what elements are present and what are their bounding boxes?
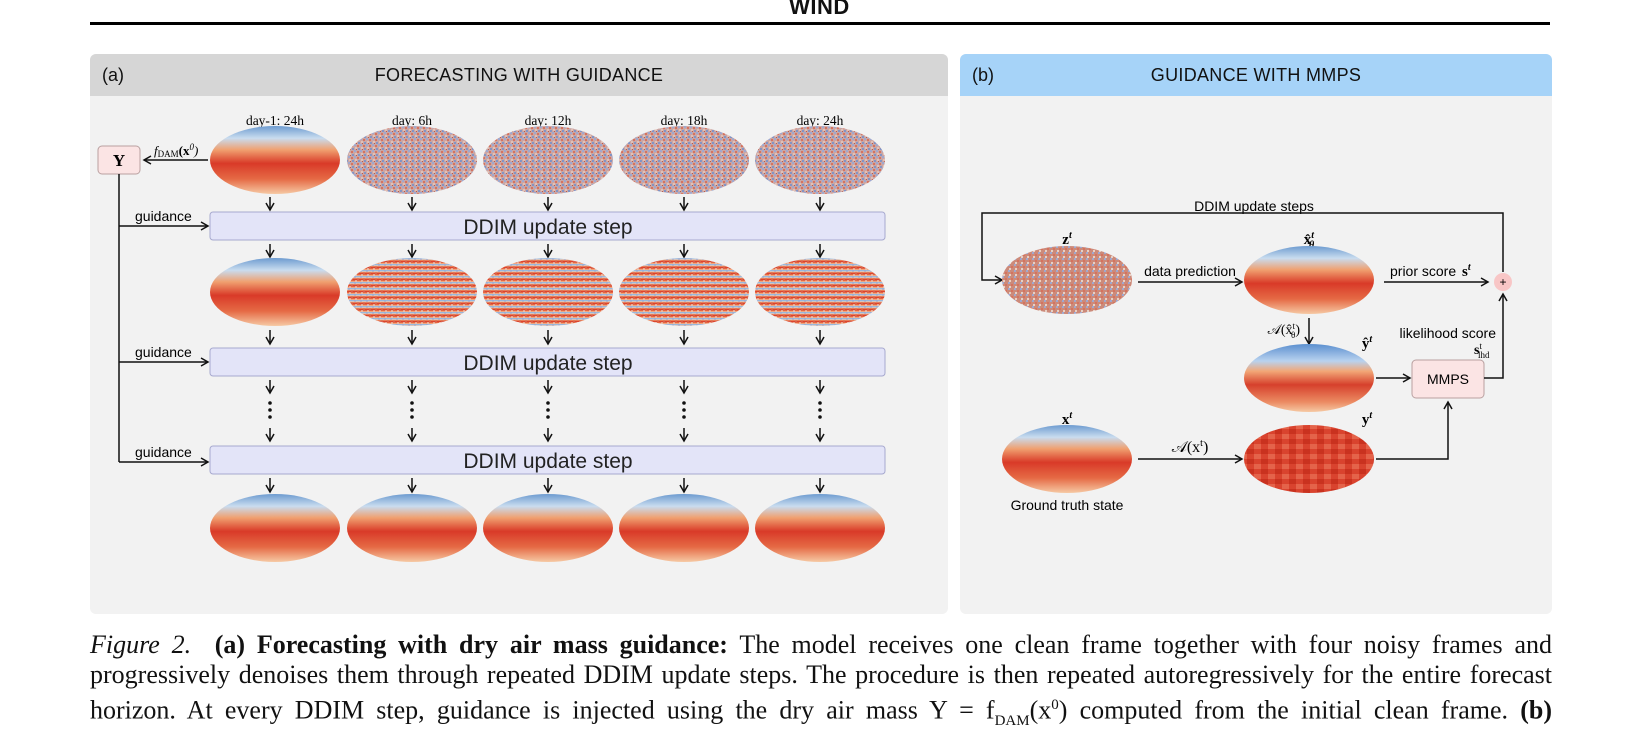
day-label-1: day: 6h [392, 113, 432, 128]
panel-mmps: (b) GUIDANCE WITH MMPS [960, 54, 1552, 614]
globe-map-icon [755, 494, 885, 562]
panel-b-header: (b) GUIDANCE WITH MMPS [960, 54, 1552, 96]
caption-line-1: Figure 2. (a) Forecasting with dry air m… [90, 630, 1553, 659]
a-x-label: 𝒜(xt) [1172, 438, 1209, 456]
likelihood-score-label: likelihood score [1400, 325, 1497, 341]
globe-map-icon [347, 494, 477, 562]
globe-map-icon [1002, 246, 1132, 314]
guidance-label-1: guidance [135, 208, 192, 224]
observation-arrow [1376, 400, 1453, 460]
figure-caption: Figure 2. (a) Forecasting with dry air m… [90, 630, 1552, 736]
globe-map-icon [1002, 425, 1132, 493]
y-label: Y [113, 151, 125, 170]
mmps-box [1411, 359, 1485, 399]
globe-map-icon [619, 258, 749, 326]
guidance-label-3: guidance [135, 444, 192, 460]
globe-map-icon [1244, 344, 1374, 412]
z-label: zt [1062, 230, 1073, 248]
panel-b-title: GUIDANCE WITH MMPS [1150, 65, 1362, 85]
panel-a-tag: (a) [102, 65, 124, 85]
day-label-3: day: 18h [661, 113, 708, 128]
ddim-label-3: DDIM update step [463, 450, 632, 473]
page-title: WIND [789, 0, 850, 19]
prior-score-label: prior score [1390, 263, 1456, 279]
title-rule [90, 22, 1550, 25]
y-label: yt [1362, 410, 1374, 428]
panel-b-tag: (b) [972, 65, 994, 85]
ddim-loop-arrow [981, 212, 1504, 285]
globe-map-icon [483, 494, 613, 562]
loop-label: DDIM update steps [1194, 198, 1314, 214]
caption-line-3: horizon. At every DDIM step, guidance is… [90, 695, 1552, 729]
globe-map-icon [210, 258, 340, 326]
likelihood-arrow [1484, 292, 1508, 379]
panel-a-header: (a) FORECASTING WITH GUIDANCE [90, 54, 948, 96]
globe-map-icon [619, 494, 749, 562]
map-row-2 [210, 258, 885, 326]
map-row-1 [210, 126, 885, 194]
yhat-label: ŷt [1362, 334, 1374, 352]
plus-icon [1494, 273, 1512, 291]
data-prediction-label: data prediction [1144, 263, 1236, 279]
day-label-4: day: 24h [797, 113, 844, 128]
globe-map-icon [210, 126, 340, 194]
mmps-label: MMPS [1427, 371, 1469, 387]
day-label-2: day: 12h [525, 113, 572, 128]
ddim-update-step-2 [209, 347, 886, 377]
globe-map-icon [1244, 425, 1374, 493]
globe-map-icon [755, 126, 885, 194]
day-label-0: day-1: 24h [246, 113, 304, 128]
panel-a-diagram: day-1: 24h day: 6h day: 12h day: 18h day… [97, 113, 886, 562]
ground-truth-label: Ground truth state [1011, 497, 1124, 513]
arrows-ellipsis [265, 380, 825, 443]
s-label: st [1462, 262, 1472, 280]
globe-map-icon [483, 126, 613, 194]
arrows-down-2 [265, 244, 825, 259]
globe-map-icon [1244, 246, 1374, 314]
ddim-label-1: DDIM update step [463, 216, 632, 239]
arrows-down-3 [265, 330, 825, 346]
globe-map-icon [347, 258, 477, 326]
globe-map-icon [210, 494, 340, 562]
panel-b-diagram: DDIM update steps zt data prediction x̂t… [981, 198, 1512, 513]
globe-map-icon [755, 258, 885, 326]
ddim-update-step-1 [209, 211, 886, 241]
vertical-ellipsis [268, 401, 822, 419]
map-row-final [210, 494, 885, 562]
caption-line-2: progressively denoises them through repe… [90, 660, 1552, 689]
globe-map-icon [347, 126, 477, 194]
globe-map-icon [483, 258, 613, 326]
globe-map-icon [619, 126, 749, 194]
ddim-label-2: DDIM update step [463, 352, 632, 375]
panel-a-title: FORECASTING WITH GUIDANCE [374, 65, 664, 85]
plus-sign: + [1499, 275, 1506, 289]
f-dam-label: fDAM(x0) [154, 142, 198, 159]
arrows-down-4 [265, 478, 825, 494]
ddim-update-step-3 [209, 445, 886, 475]
arrows-down-1 [265, 197, 825, 212]
x-label: xt [1062, 410, 1074, 428]
guidance-label-2: guidance [135, 344, 192, 360]
panel-forecasting: (a) FORECASTING WITH GUIDANCE [90, 54, 948, 614]
